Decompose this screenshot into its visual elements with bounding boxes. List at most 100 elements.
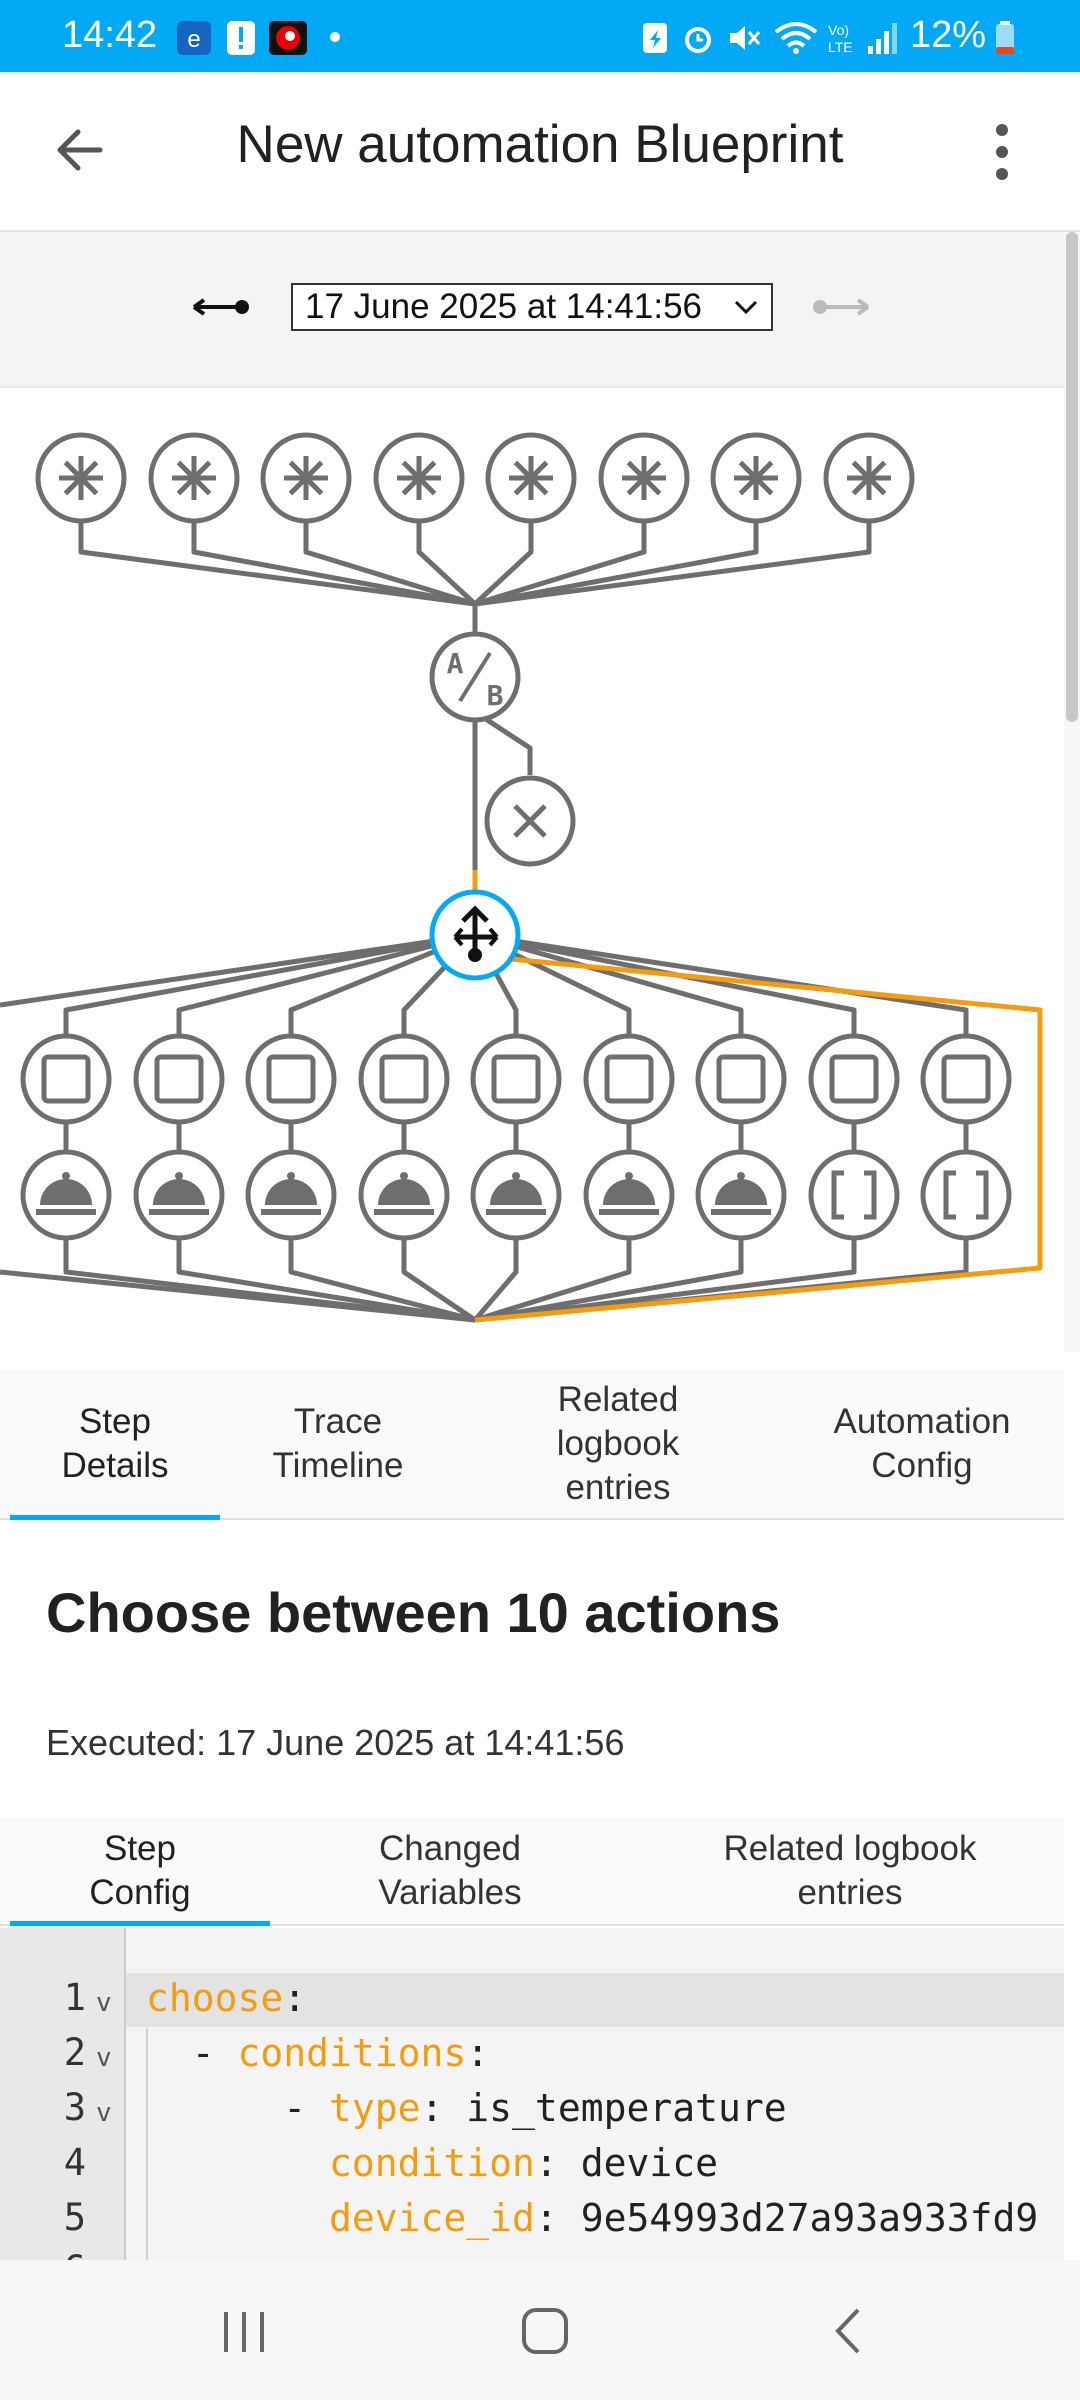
trigger-asterisk-icon[interactable] [35,432,127,524]
service-bell-icon[interactable] [583,1149,675,1241]
battery-saver-icon [640,20,670,61]
trace-select-value: 17 June 2025 at 14:41:56 [305,287,703,326]
alarm-icon [680,20,716,61]
square-icon[interactable] [695,1033,787,1125]
edge [474,522,647,607]
back-nav-icon[interactable] [828,2306,868,2361]
square-icon[interactable] [20,1033,112,1125]
line-number: 4 [63,2141,86,2184]
mute-icon [726,20,762,61]
executed-timestamp: Executed: 17 June 2025 at 14:41:56 [46,1722,625,1763]
condition-ab-icon[interactable]: AB [429,631,521,723]
square-icon[interactable] [470,1033,562,1125]
edge [474,1239,744,1323]
recent-apps-icon[interactable] [220,2310,268,2359]
square-icon[interactable] [808,1033,900,1125]
tab-step-config[interactable]: Step Config [89,1829,191,1912]
code-line: - type: is_temperature [146,2086,787,2130]
fold-chevron-icon[interactable]: v [96,2098,112,2128]
trigger-asterisk-icon[interactable] [373,432,465,524]
line-number: 1 [63,1976,86,2019]
trace-select[interactable]: 17 June 2025 at 14:41:56 [291,283,773,331]
svg-text:B: B [487,679,504,712]
scrollbar[interactable] [1064,232,1080,1352]
more-vert-icon[interactable] [980,120,1024,184]
indent-guide [146,2028,148,2260]
square-icon[interactable] [358,1033,450,1125]
code-line: choose: [146,1976,307,2020]
service-bell-icon[interactable] [245,1149,337,1241]
alert-icon [226,20,256,61]
svg-text:A: A [447,647,464,680]
edge [303,522,476,607]
system-nav-bar [0,2260,1080,2400]
line-number: 3 [63,2086,86,2129]
line-number: 6 [0,2248,86,2260]
square-icon[interactable] [133,1033,225,1125]
graph-nodes: AB [20,432,1012,1241]
scrollbar-thumb[interactable] [1066,232,1078,722]
edge [416,522,477,606]
trigger-asterisk-icon[interactable] [598,432,690,524]
square-icon[interactable] [583,1033,675,1125]
step-subtabs: Step Config Changed Variables Related lo… [0,1818,1064,1926]
tab-trace-timeline[interactable]: Trace Timeline [272,1402,404,1485]
svg-text:Vo): Vo) [828,22,849,38]
edge [474,522,759,607]
trace-navigator: 17 June 2025 at 14:41:56 [0,232,1064,388]
back-arrow-icon[interactable] [50,120,110,180]
tab-automation-config[interactable]: Automation Config [833,1402,1011,1485]
line-gutter: 1 2 3 4 5 6 v v v [0,1928,126,2260]
service-bell-icon[interactable] [20,1149,112,1241]
tab-changed-variables[interactable]: Changed Variables [378,1829,522,1912]
service-bell-icon[interactable] [358,1149,450,1241]
edge [474,522,872,607]
page-title: New automation Blueprint [236,115,844,174]
service-bell-icon[interactable] [133,1149,225,1241]
edge [473,1239,519,1322]
code-line: device_id: 9e54993d27a93a933fd9 [329,2196,1039,2240]
tab-step-logbook[interactable]: Related logbook entries [723,1829,977,1912]
previous-trace-icon[interactable] [190,292,254,327]
tab-related-logbook[interactable]: Related logbook entries [556,1380,680,1507]
choose-split-icon[interactable] [429,889,521,981]
edge [474,1239,857,1323]
trigger-asterisk-icon[interactable] [260,432,352,524]
square-icon[interactable] [245,1033,337,1125]
fold-chevron-icon[interactable]: v [96,1988,112,2018]
active-line-highlight [126,1973,1064,2027]
tab-step-details[interactable]: Step Details [61,1402,169,1485]
svg-text:e: e [187,26,200,53]
brackets-icon[interactable] [920,1149,1012,1241]
battery-icon [994,20,1016,61]
edge [473,522,534,606]
edge [473,709,533,775]
trigger-asterisk-icon[interactable] [823,432,915,524]
automation-graph: AB [0,432,1043,1323]
edge [78,522,476,607]
yaml-editor[interactable]: 1 2 3 4 5 6 v v v choose: - conditions: … [0,1928,1064,2260]
fold-chevron-icon[interactable]: v [96,2043,112,2073]
e-app-icon: e [176,20,212,61]
service-bell-icon[interactable] [695,1149,787,1241]
vodafone-icon [268,20,308,61]
square-icon[interactable] [920,1033,1012,1125]
brackets-icon[interactable] [808,1149,900,1241]
graph-edges [0,522,1043,1323]
signal-icon [866,20,900,61]
active-tab-indicator [10,1515,220,1520]
service-bell-icon[interactable] [470,1149,562,1241]
next-trace-icon[interactable] [808,292,872,327]
stop-x-icon[interactable] [484,775,576,867]
edge [63,932,476,1035]
edge [401,1239,477,1323]
trigger-asterisk-icon[interactable] [710,432,802,524]
edge [474,1239,632,1323]
trigger-asterisk-icon[interactable] [148,432,240,524]
status-time: 14:42 [62,14,158,56]
active-subtab-indicator [10,1921,270,1926]
home-icon[interactable] [520,2306,570,2361]
trigger-asterisk-icon[interactable] [485,432,577,524]
line-number: 5 [63,2196,86,2239]
battery-level: 12% [910,14,987,56]
